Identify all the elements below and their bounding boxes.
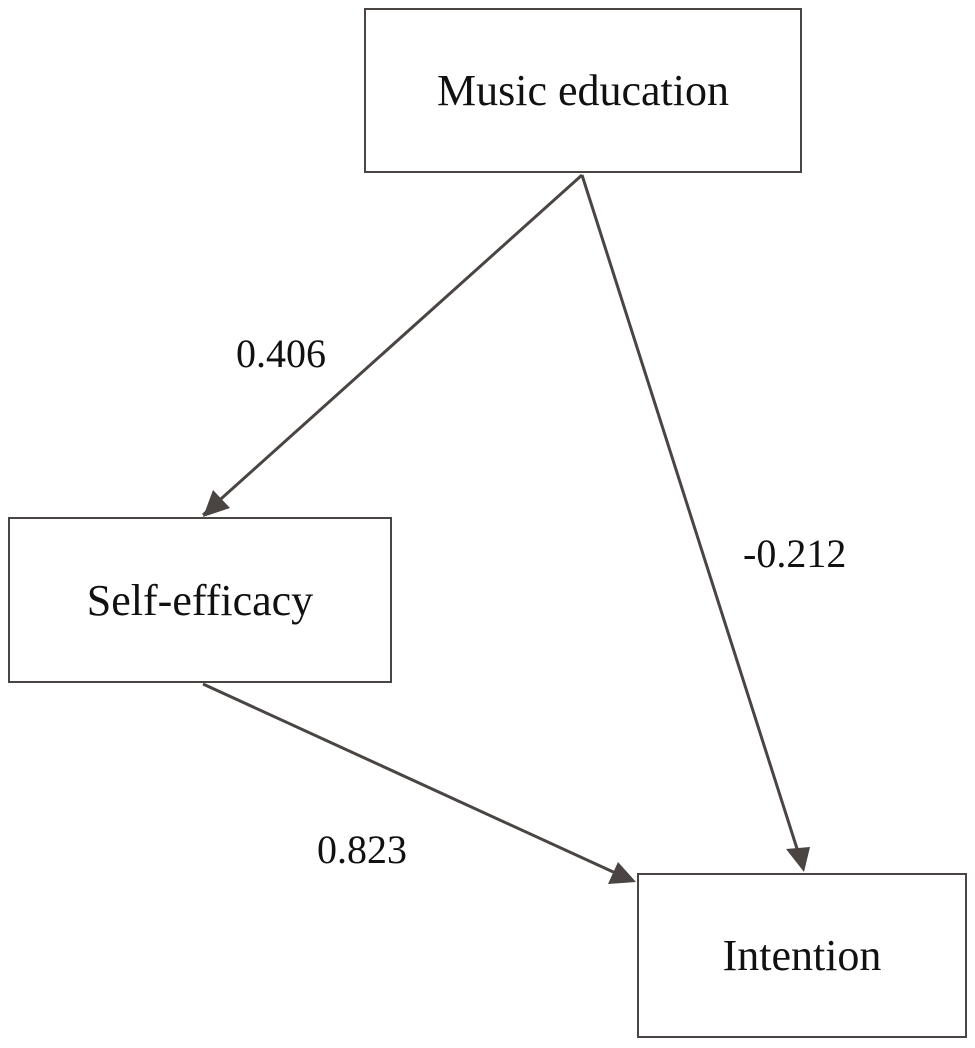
node-music-education: Music education — [364, 8, 802, 173]
coefficient-self-efficacy-to-intention: 0.823 — [317, 827, 407, 872]
node-self-efficacy-label: Self-efficacy — [86, 575, 314, 625]
node-intention-label: Intention — [722, 931, 882, 980]
arrowhead-intention-diagonal — [608, 862, 636, 884]
coefficient-music-to-self-efficacy: 0.406 — [236, 331, 326, 376]
coefficient-music-to-intention: -0.212 — [743, 531, 847, 576]
arrow-music-to-intention — [580, 174, 802, 859]
arrowhead-self-efficacy — [203, 490, 230, 517]
node-music-education-label: Music education — [436, 66, 730, 115]
arrowhead-intention-vertical — [786, 847, 810, 872]
node-intention: Intention — [637, 873, 967, 1038]
node-self-efficacy: Self-efficacy — [8, 517, 392, 683]
arrow-self-efficacy-to-intention — [202, 682, 623, 878]
arrow-music-to-self-efficacy — [201, 173, 584, 517]
